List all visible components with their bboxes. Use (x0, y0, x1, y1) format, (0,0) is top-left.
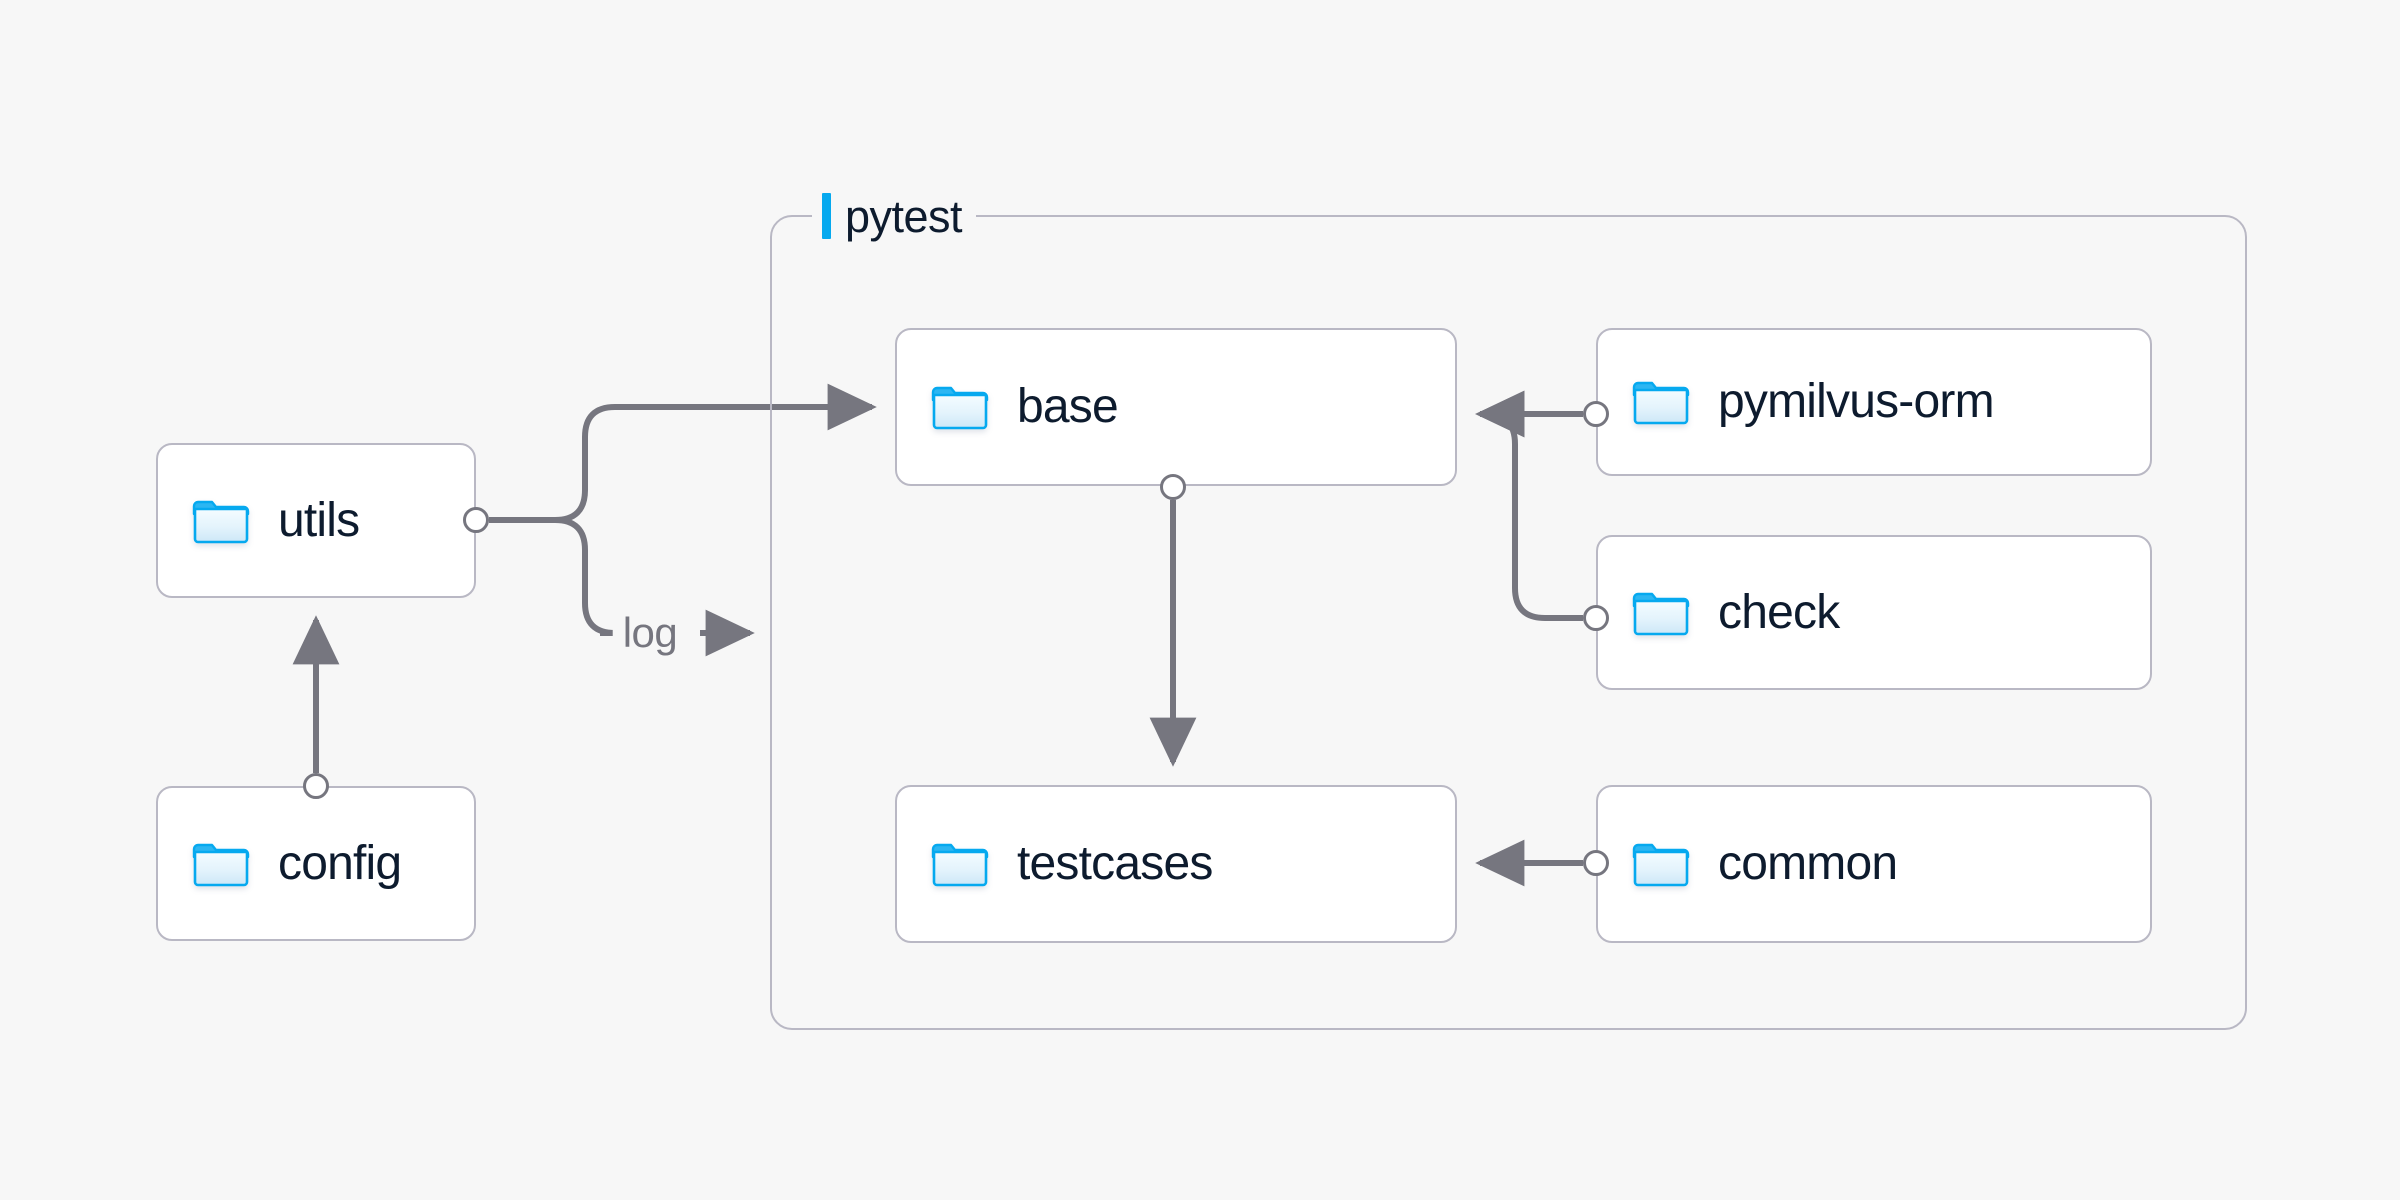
group-accent-bar (822, 193, 831, 239)
edge-utils-log-a (554, 517, 618, 636)
port-common-left[interactable] (1583, 850, 1609, 876)
port-base-bottom[interactable] (1160, 474, 1186, 500)
folder-icon (931, 383, 989, 431)
node-pymilvus-orm[interactable]: pymilvus-orm (1596, 328, 2152, 476)
group-pytest-label: pytest (845, 190, 963, 242)
node-config-label: config (278, 836, 402, 890)
node-testcases-label: testcases (1017, 837, 1213, 890)
folder-icon (1632, 378, 1690, 426)
edge-label-log: log (612, 612, 688, 654)
node-base-label: base (1017, 380, 1119, 433)
port-pymilvus-orm-left[interactable] (1583, 401, 1609, 427)
node-base[interactable]: base (895, 328, 1457, 486)
port-check-left[interactable] (1583, 605, 1609, 631)
node-config[interactable]: config (156, 786, 476, 941)
node-utils[interactable]: utils (156, 443, 476, 598)
node-common-label: common (1718, 837, 1898, 890)
port-config-top[interactable] (303, 773, 329, 799)
folder-icon (1632, 589, 1690, 637)
folder-icon (192, 840, 250, 888)
group-pytest[interactable] (770, 215, 2247, 1030)
folder-icon (931, 840, 989, 888)
node-testcases[interactable]: testcases (895, 785, 1457, 943)
node-pymilvus-orm-label: pymilvus-orm (1718, 375, 1995, 428)
node-check[interactable]: check (1596, 535, 2152, 690)
node-utils-label: utils (278, 493, 360, 547)
folder-icon (192, 497, 250, 545)
folder-icon (1632, 840, 1690, 888)
node-common[interactable]: common (1596, 785, 2152, 943)
group-pytest-label-wrap: pytest (812, 190, 977, 242)
port-utils-right[interactable] (463, 507, 489, 533)
node-check-label: check (1718, 585, 1840, 639)
